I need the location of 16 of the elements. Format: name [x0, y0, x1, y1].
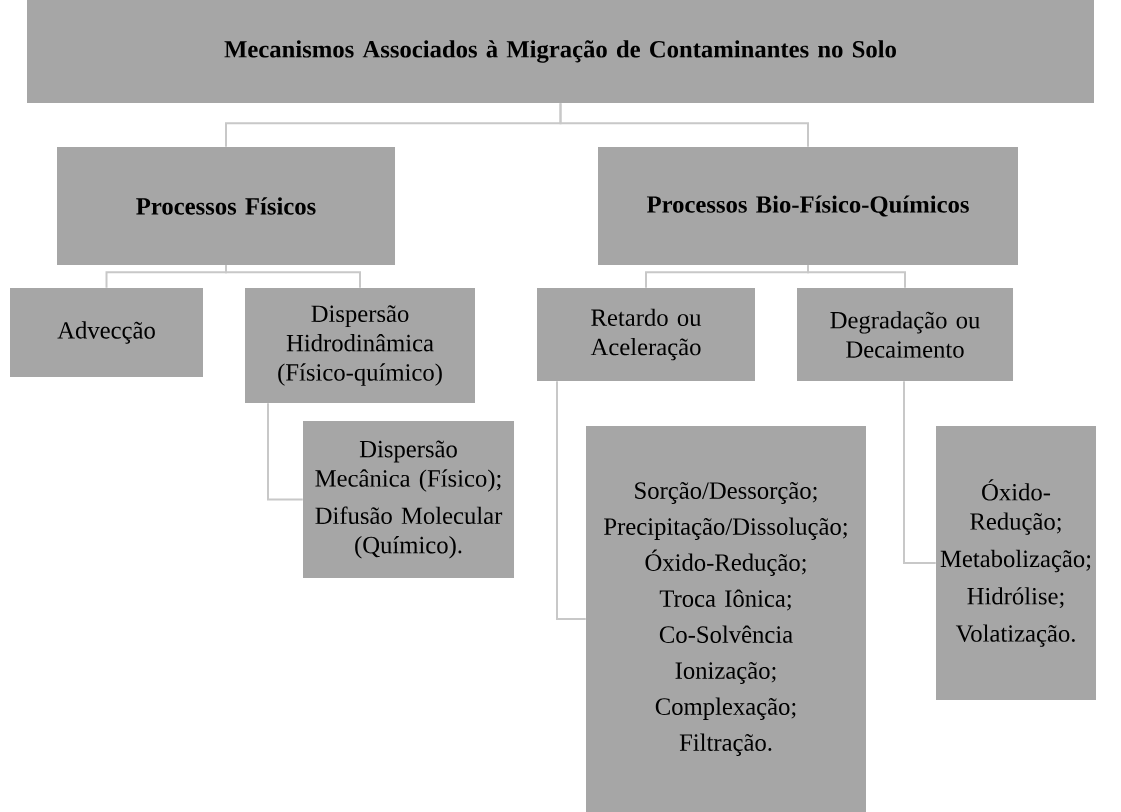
process-box: Processos Físicos: [57, 147, 395, 265]
process-box: Dispersão Hidrodinâmica (Físico-químico): [245, 288, 475, 403]
connector-line: [556, 380, 587, 620]
process-box: Retardo ou Aceleração: [537, 288, 755, 381]
process-box: Processos Bio-Físico-Químicos: [598, 147, 1018, 265]
connector-line: [225, 264, 361, 289]
title-box: Mecanismos Associados à Migração de Contaminantes no Solo: [27, 0, 1094, 103]
connector-line: [807, 264, 906, 289]
connector-line: [903, 380, 937, 564]
process-box: Advecção: [10, 288, 203, 377]
process-box: Sorção/Dessorção; Precipitação/Dissolução; Óxido-Redução; Troca Iônica; Co-Solvência Ionização; Complexação; Filtração.: [586, 426, 866, 812]
process-box: Dispersão Mecânica (Físico); Difusão Molecular (Químico).: [303, 421, 514, 578]
connector-line: [559, 102, 809, 148]
process-box: Óxido-Redução; Metabolização; Hidrólise; Volatização.: [936, 426, 1096, 700]
connector-line: [267, 402, 304, 501]
process-box: Degradação ou Decaimento: [797, 288, 1013, 381]
